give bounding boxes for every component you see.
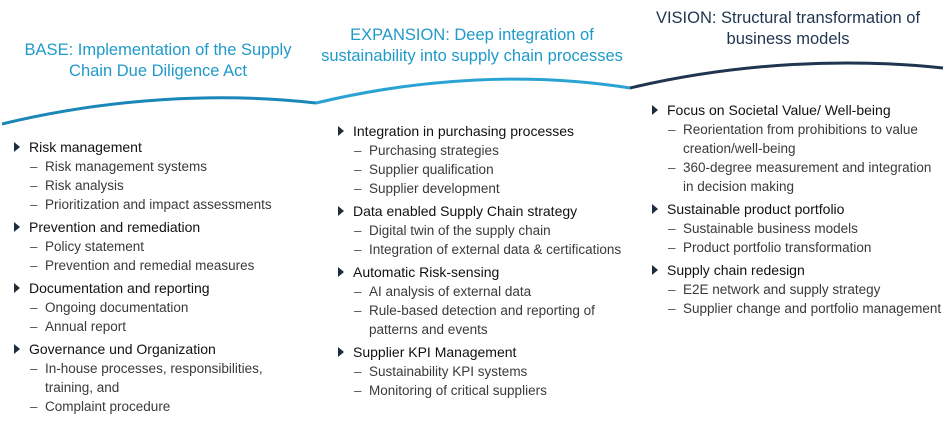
section-supplier-kpi: Supplier KPI Management –Sustainability … xyxy=(338,343,638,400)
bullet-arrow-icon xyxy=(14,222,20,232)
list-item: –360-degree measurement and integration … xyxy=(668,160,932,194)
section-heading: Supply chain redesign xyxy=(667,262,805,278)
section-heading: Sustainable product portfolio xyxy=(667,201,845,217)
bullet-arrow-icon xyxy=(14,344,20,354)
base-column: Risk management –Risk management systems… xyxy=(14,138,314,420)
bullet-arrow-icon xyxy=(14,283,20,293)
list-item: –Policy statement xyxy=(30,239,145,254)
section-heading: Integration in purchasing processes xyxy=(353,123,575,139)
section-risk-management: Risk management –Risk management systems… xyxy=(14,138,314,214)
bullet-arrow-icon xyxy=(338,206,344,216)
list-item: –Supplier qualification xyxy=(354,162,494,177)
list-item: –Supplier development xyxy=(354,181,500,196)
section-data-enabled-strategy: Data enabled Supply Chain strategy –Digi… xyxy=(338,202,638,259)
list-item: –Supplier change and portfolio managemen… xyxy=(668,301,942,316)
list-item: –Sustainability KPI systems xyxy=(354,364,528,379)
list-item: –AI analysis of external data xyxy=(354,284,532,299)
bullet-arrow-icon xyxy=(14,142,20,152)
list-item: –Prevention and remedial measures xyxy=(30,258,255,273)
list-item: –E2E network and supply strategy xyxy=(668,282,881,297)
vision-curve xyxy=(629,61,944,90)
section-prevention-remediation: Prevention and remediation –Policy state… xyxy=(14,218,314,275)
bullet-arrow-icon xyxy=(652,204,658,214)
base-title: BASE: Implementation of the Supply Chain… xyxy=(24,41,292,80)
section-heading: Supplier KPI Management xyxy=(353,344,517,360)
section-heading: Documentation and reporting xyxy=(29,280,210,296)
bullet-arrow-icon xyxy=(338,347,344,357)
bullet-arrow-icon xyxy=(652,265,658,275)
section-sustainable-portfolio: Sustainable product portfolio –Sustainab… xyxy=(652,200,942,257)
list-item: –Prioritization and impact assessments xyxy=(30,197,272,212)
base-curve xyxy=(1,96,317,126)
section-automatic-risk-sensing: Automatic Risk-sensing –AI analysis of e… xyxy=(338,263,638,339)
list-item: –Sustainable business models xyxy=(668,221,858,236)
list-item: –Complaint procedure xyxy=(30,399,171,414)
section-heading: Automatic Risk-sensing xyxy=(353,264,500,280)
bullet-arrow-icon xyxy=(338,126,344,136)
list-item: –Rule-based detection and reporting of p… xyxy=(354,303,595,337)
list-item: –Digital twin of the supply chain xyxy=(354,223,551,238)
list-item: –Risk analysis xyxy=(30,178,124,193)
list-item: –Monitoring of critical suppliers xyxy=(354,383,547,398)
list-item: –Product portfolio transformation xyxy=(668,240,872,255)
section-societal-value: Focus on Societal Value/ Well-being –Reo… xyxy=(652,101,942,196)
bullet-arrow-icon xyxy=(338,267,344,277)
bullet-arrow-icon xyxy=(652,105,658,115)
section-governance-organization: Governance und Organization –In-house pr… xyxy=(14,340,314,416)
expansion-title: EXPANSION: Deep integration of sustainab… xyxy=(321,26,623,65)
section-heading: Focus on Societal Value/ Well-being xyxy=(667,102,891,118)
vision-column: Focus on Societal Value/ Well-being –Reo… xyxy=(652,101,942,322)
section-heading: Governance und Organization xyxy=(29,341,216,357)
section-documentation-reporting: Documentation and reporting –Ongoing doc… xyxy=(14,279,314,336)
list-item: –Ongoing documentation xyxy=(30,300,189,315)
vision-title: VISION: Structural transformation of bus… xyxy=(655,9,921,48)
list-item: –Integration of external data & certific… xyxy=(354,242,622,257)
section-heading: Risk management xyxy=(29,139,142,155)
list-item: –Annual report xyxy=(30,319,127,334)
list-item: –In-house processes, responsibilities, t… xyxy=(30,361,263,395)
section-purchasing-integration: Integration in purchasing processes –Pur… xyxy=(338,122,638,198)
list-item: –Reorientation from prohibitions to valu… xyxy=(668,122,918,156)
expansion-curve xyxy=(315,77,631,105)
expansion-column: Integration in purchasing processes –Pur… xyxy=(338,122,638,404)
section-heading: Prevention and remediation xyxy=(29,219,201,235)
section-heading: Data enabled Supply Chain strategy xyxy=(353,203,578,219)
list-item: –Purchasing strategies xyxy=(354,143,499,158)
section-supply-chain-redesign: Supply chain redesign –E2E network and s… xyxy=(652,261,942,318)
list-item: –Risk management systems xyxy=(30,159,208,174)
